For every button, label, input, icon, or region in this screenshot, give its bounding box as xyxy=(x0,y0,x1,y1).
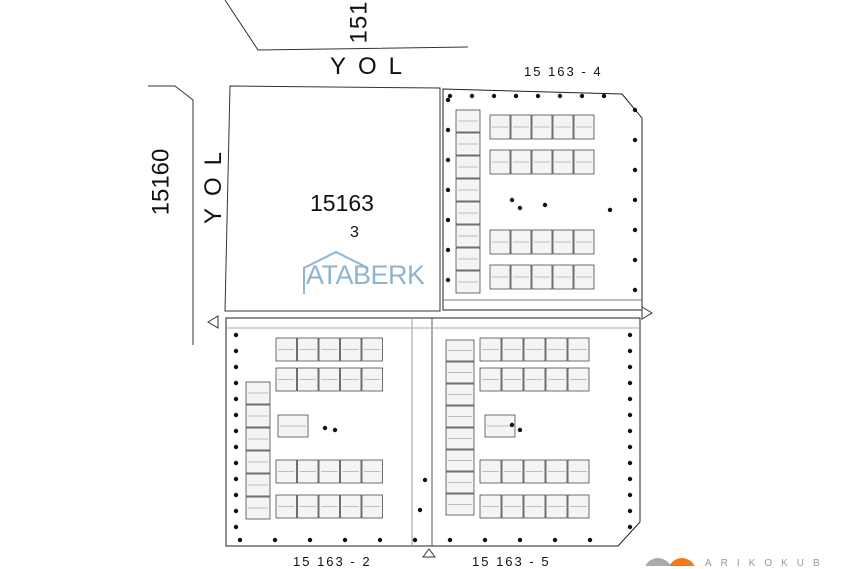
tree-icon xyxy=(627,444,633,450)
tree-icon xyxy=(552,537,558,543)
parcel-label-left: 15160 xyxy=(147,148,175,216)
tree-icon xyxy=(632,287,638,293)
tree-icon xyxy=(445,187,451,193)
tree-icon xyxy=(412,537,418,543)
tree-icon xyxy=(233,492,239,498)
house-roof-icon xyxy=(303,250,369,294)
tree-icon xyxy=(513,93,519,99)
block-bottom-outline xyxy=(225,317,641,547)
tree-icon xyxy=(417,507,423,513)
tree-icon xyxy=(632,197,638,203)
tree-icon xyxy=(627,412,633,418)
entrance-markers xyxy=(207,306,653,558)
tree-icon xyxy=(557,93,563,99)
entrance-arrow-icon xyxy=(422,548,436,558)
tree-icon xyxy=(632,107,638,113)
tree-icon xyxy=(632,167,638,173)
tree-icon xyxy=(517,427,523,433)
tree-icon xyxy=(447,93,453,99)
parcel-center-sub: 3 xyxy=(350,224,359,241)
tree-icon xyxy=(579,93,585,99)
tree-icon xyxy=(445,97,451,103)
tree-icon xyxy=(627,460,633,466)
tree-icon xyxy=(627,364,633,370)
tree-icon xyxy=(587,537,593,543)
tree-icon xyxy=(627,380,633,386)
tree-icon xyxy=(322,425,328,431)
parcel-center-number: 15163 xyxy=(310,190,374,216)
tree-icon xyxy=(509,422,515,428)
road-label-left: YOL xyxy=(200,139,228,225)
parcel-label-top-right: 15 163 - 4 xyxy=(524,64,603,79)
tree-icon xyxy=(422,477,428,483)
tree-icon xyxy=(332,427,338,433)
tree-icon xyxy=(445,277,451,283)
tree-icon xyxy=(233,428,239,434)
tree-icon xyxy=(627,524,633,530)
tree-icon xyxy=(482,537,488,543)
tree-icon xyxy=(445,247,451,253)
tree-icon xyxy=(632,137,638,143)
housing-units xyxy=(245,109,595,520)
tree-icon xyxy=(272,537,278,543)
road-label-top: YOL xyxy=(330,53,415,80)
tree-icon xyxy=(535,93,541,99)
parcel-boundary-left xyxy=(148,85,194,345)
parcel-15163-3-boundary xyxy=(224,85,441,312)
tree-icon xyxy=(233,476,239,482)
parcel-label-top-cut: 151 xyxy=(345,0,373,44)
tree-icon xyxy=(445,217,451,223)
tree-icon xyxy=(377,537,383,543)
tree-icon xyxy=(307,537,313,543)
tree-icon xyxy=(491,93,497,99)
tree-icon xyxy=(233,364,239,370)
tree-icon xyxy=(632,257,638,263)
tree-icon xyxy=(607,207,613,213)
tree-icon xyxy=(632,227,638,233)
tree-icon xyxy=(233,332,239,338)
tree-icon xyxy=(233,460,239,466)
tree-icon xyxy=(627,492,633,498)
tree-icon xyxy=(233,348,239,354)
tree-icon xyxy=(233,444,239,450)
tree-icon xyxy=(233,412,239,418)
tree-icon xyxy=(627,428,633,434)
tree-icon xyxy=(627,396,633,402)
parcel-label-bottom-right: 15 163 - 5 xyxy=(472,554,551,569)
tree-icon xyxy=(517,205,523,211)
tree-icon xyxy=(342,537,348,543)
tree-icon xyxy=(542,202,548,208)
watermark-text: ATABERK xyxy=(306,260,425,290)
tree-icon xyxy=(469,93,475,99)
tree-icon xyxy=(445,157,451,163)
block-top-right-outline xyxy=(442,88,643,311)
svg-text:ARIKOKUB: ARIKOKUB xyxy=(705,558,829,566)
watermark: ATABERK xyxy=(300,250,440,295)
tree-icon xyxy=(445,127,451,133)
tree-icon xyxy=(509,197,515,203)
tree-icon xyxy=(237,537,243,543)
tree-icon xyxy=(233,524,239,530)
tree-icon xyxy=(517,537,523,543)
trees xyxy=(233,93,638,543)
tree-icon xyxy=(627,348,633,354)
entrance-arrow-icon xyxy=(641,306,653,320)
tree-icon xyxy=(233,380,239,386)
logo-bottom-right: ARIKOKUB xyxy=(645,558,829,566)
tree-icon xyxy=(627,508,633,514)
parcel-label-bottom-left: 15 163 - 2 xyxy=(293,554,372,569)
tree-icon xyxy=(233,396,239,402)
tree-icon xyxy=(601,93,607,99)
tree-icon xyxy=(447,537,453,543)
tree-icon xyxy=(627,476,633,482)
tree-icon xyxy=(233,508,239,514)
tree-icon xyxy=(627,332,633,338)
parcel-boundary-top xyxy=(224,0,469,51)
entrance-arrow-icon xyxy=(207,315,219,329)
